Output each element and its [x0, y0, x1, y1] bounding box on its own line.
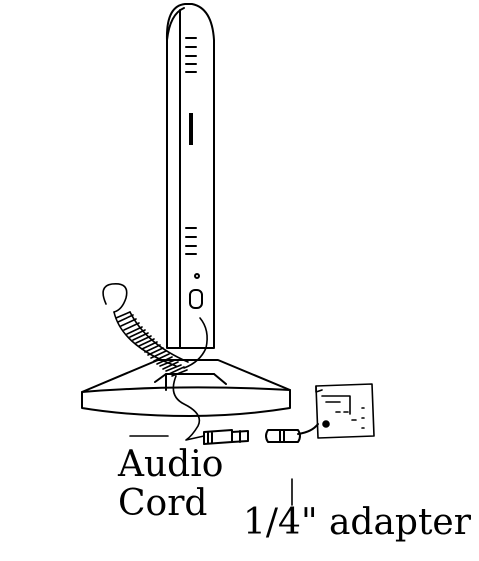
audio-label: Audio: [118, 444, 224, 485]
audio-cord-cable: [172, 375, 205, 441]
quarter-inch-adapter: [265, 423, 319, 443]
base-stand: [81, 359, 291, 417]
speaker-unit: [165, 3, 215, 349]
audio-plug: [203, 429, 249, 445]
receiver-unit: [315, 383, 375, 439]
coiled-cord: [102, 282, 208, 377]
indicator-marks: [185, 37, 203, 309]
adapter-label: 1/4" adapter: [243, 502, 471, 543]
cord-label: Cord: [118, 483, 208, 524]
